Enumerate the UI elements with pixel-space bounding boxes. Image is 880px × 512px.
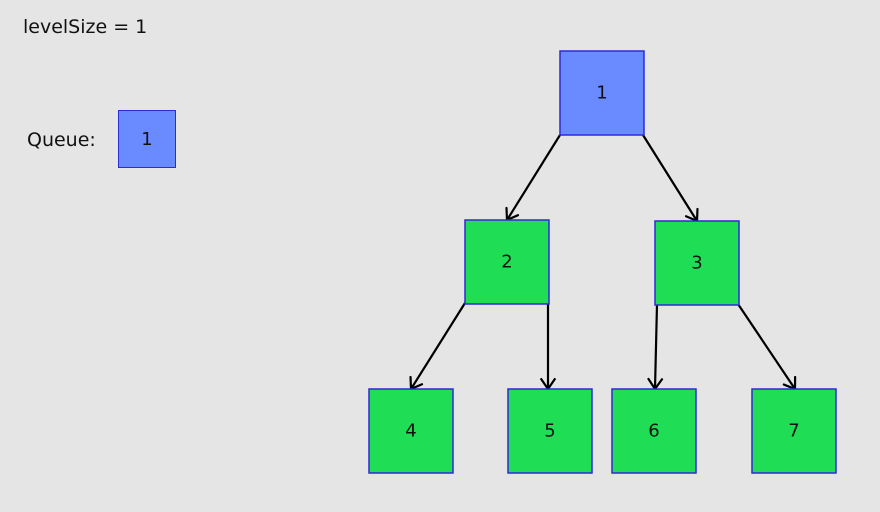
- tree-node-4: 4: [368, 388, 454, 474]
- edge-1-2: [506, 134, 561, 221]
- tree-node-3: 3: [654, 220, 740, 306]
- level-size-label: levelSize = 1: [23, 16, 148, 38]
- tree-node-2: 2: [464, 219, 550, 305]
- edge-1-3: [642, 134, 698, 222]
- node-label: 4: [405, 421, 416, 442]
- node-label: 5: [544, 421, 555, 442]
- node-box: [751, 388, 837, 474]
- tree-node-7: 7: [751, 388, 837, 474]
- node-label: 6: [648, 421, 659, 442]
- node-box: [507, 388, 593, 474]
- node-label: 2: [501, 252, 512, 273]
- queue-label: Queue:: [27, 129, 96, 151]
- node-box: [464, 219, 550, 305]
- edge-2-4: [410, 302, 466, 390]
- node-box: [654, 220, 740, 306]
- tree-nodes: 1 2 3 4 5 6 7: [368, 50, 837, 474]
- edge-3-7: [737, 303, 796, 390]
- node-box: [368, 388, 454, 474]
- node-box: [559, 50, 645, 136]
- node-label: 3: [691, 253, 702, 274]
- node-label: 7: [788, 421, 799, 442]
- queue: 1: [118, 110, 180, 168]
- tree-node-1: 1: [559, 50, 645, 136]
- edge-3-6: [653, 303, 659, 390]
- tree-node-5: 5: [507, 388, 593, 474]
- tree-node-6: 6: [611, 388, 697, 474]
- queue-item: 1: [118, 110, 176, 168]
- node-label: 1: [596, 83, 607, 104]
- node-box: [611, 388, 697, 474]
